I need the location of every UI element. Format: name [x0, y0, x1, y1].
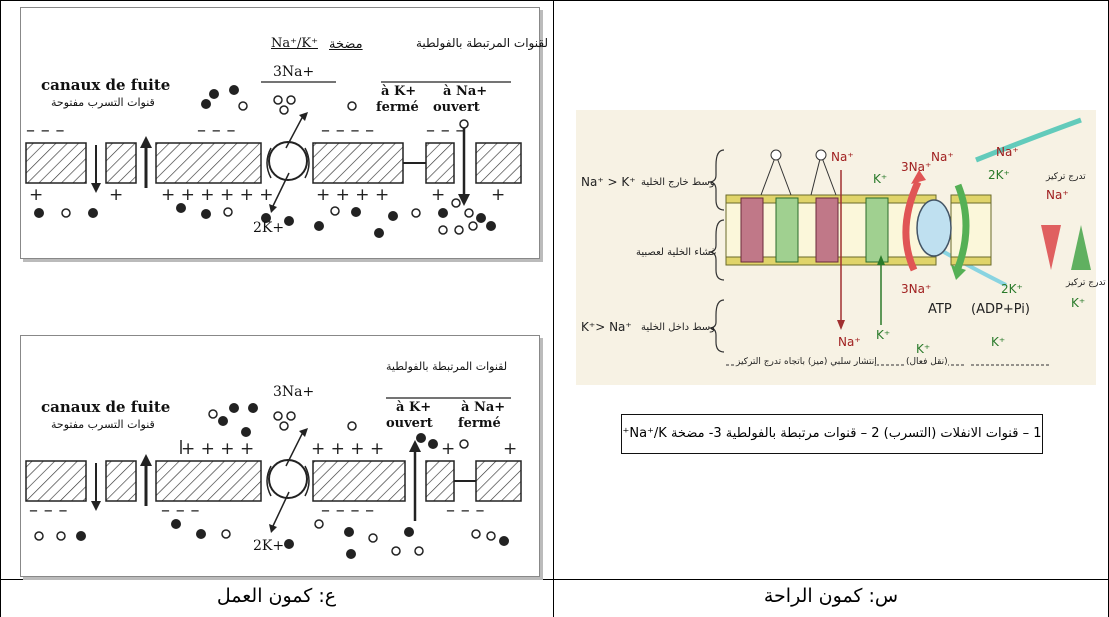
inner-label: K⁺> Na⁺	[581, 320, 632, 334]
svg-text:+ + + +: + + + +	[316, 185, 389, 205]
svg-text:– – –: – – –	[426, 120, 464, 141]
caption-right: س: كمون الراحة	[763, 585, 899, 607]
legend-text: 1 – قنوات الانفلات (التسرب) 2 – قنوات مر…	[622, 426, 1042, 441]
gradient-k-ar: تدرج تركيز	[1066, 278, 1106, 288]
k-top: K⁺	[873, 172, 888, 186]
svg-text:+ + + +: + + + +	[311, 439, 384, 459]
gradient-k: K⁺	[1071, 296, 1086, 310]
gradient-na-ar: تدرج تركيز	[1046, 172, 1086, 182]
svg-text:+ + + + + +: + + + + + +	[161, 185, 273, 205]
resting-channels-drawing: – – – – – – – – – – – – – + + + + + + + …	[25, 81, 522, 238]
caption-row-divider	[0, 579, 1109, 580]
resting-na-channel: à Na+	[443, 84, 488, 99]
svg-text:+: +	[431, 185, 445, 205]
resting-na-state: ouvert	[433, 100, 480, 115]
action-leak-ar: قنوات التسرب مفتوحة	[51, 418, 155, 431]
svg-text:+: +	[503, 439, 517, 459]
gradient-na: Na⁺	[1046, 188, 1069, 202]
resting-title: لقنوات المرتبطة بالفولطية	[416, 36, 549, 50]
atp-label: ATP	[928, 302, 952, 317]
action-na-state: fermé	[458, 416, 501, 431]
active-ar: (نقل فعال)	[906, 357, 948, 367]
svg-text:+: +	[29, 185, 43, 205]
resting-k-in: 2K+	[253, 220, 285, 236]
outer-medium-ar: وسط خارج الخلية	[641, 177, 715, 188]
caption-left: ع: كمون العمل	[216, 585, 337, 607]
table-border-top	[0, 0, 1109, 1]
membrane-drawing	[708, 117, 1091, 366]
svg-text:– – –: – – –	[26, 120, 64, 141]
action-channels-drawing: – – – – – – – – – – – – – + + + + + + + …	[25, 397, 522, 559]
k-active-2: K⁺	[991, 335, 1006, 349]
svg-text:– – – –: – – – –	[321, 500, 374, 521]
table-border-left	[0, 0, 1, 617]
action-na-channel: à Na+	[461, 400, 506, 415]
passive-ar: إنتشار سلبي (ميز) باتجاه تدرج التركيز	[736, 357, 877, 367]
svg-text:– – –: – – –	[446, 500, 484, 521]
action-na-out: 3Na+	[273, 384, 315, 400]
resting-pump-label: مضخة	[329, 37, 363, 52]
k-active-1: K⁺	[916, 342, 931, 356]
resting-k-channel: à K+	[381, 84, 417, 99]
action-channels-panel: – – – – – – – – – – – – – + + + + + + + …	[20, 335, 540, 577]
resting-na-out: 3Na+	[273, 64, 315, 80]
resting-leak-ar: قنوات التسرب مفتوحة	[51, 96, 155, 109]
action-k-channel: à K+	[396, 400, 432, 415]
legend-box: 1 – قنوات الانفلات (التسرب) 2 – قنوات مر…	[621, 414, 1043, 454]
resting-membrane-panel: Na⁺ > K⁺ وسط خارج الخلية غشاء الخلية لعص…	[576, 110, 1106, 385]
inner-medium-ar: وسط داخل الخلية	[641, 322, 716, 333]
na-upper-right: Na⁺	[996, 145, 1019, 159]
na-top: Na⁺	[831, 150, 854, 164]
adp-label: (ADP+Pi)	[971, 302, 1030, 317]
table-divider	[553, 0, 554, 617]
svg-text:+: +	[441, 439, 455, 459]
resting-channels-panel: – – – – – – – – – – – – – + + + + + + + …	[20, 7, 548, 259]
svg-text:+: +	[491, 185, 505, 205]
na3-top: 3Na⁺	[901, 160, 932, 174]
membrane-ar: غشاء الخلية لعصبية	[636, 247, 717, 258]
action-k-state: ouvert	[386, 416, 433, 431]
svg-text:– – – –: – – – –	[321, 120, 374, 141]
resting-pump-ion: Na⁺/K⁺	[271, 36, 318, 51]
action-leak-fr: canaux de fuite	[41, 398, 171, 416]
svg-text:+: +	[109, 185, 123, 205]
resting-leak-fr: canaux de fuite	[41, 76, 171, 94]
svg-text:– – –: – – –	[197, 120, 235, 141]
svg-text:– – –: – – –	[161, 500, 199, 521]
k2-bottom: 2K⁺	[1001, 282, 1023, 296]
k-bottom: K⁺	[876, 328, 891, 342]
action-k-in: 2K+	[253, 538, 285, 554]
na-bottom: Na⁺	[838, 335, 861, 349]
svg-text:– – –: – – –	[29, 500, 67, 521]
svg-text:+ + + +: + + + +	[181, 439, 254, 459]
na-top-right: Na⁺	[931, 150, 954, 164]
k2-right: 2K⁺	[988, 168, 1010, 182]
outer-label: Na⁺ > K⁺	[581, 175, 636, 189]
na3-bottom: 3Na⁺	[901, 282, 932, 296]
action-title: لقنوات المرتبطة بالفولطية	[386, 360, 508, 373]
resting-k-state: fermé	[376, 100, 419, 115]
